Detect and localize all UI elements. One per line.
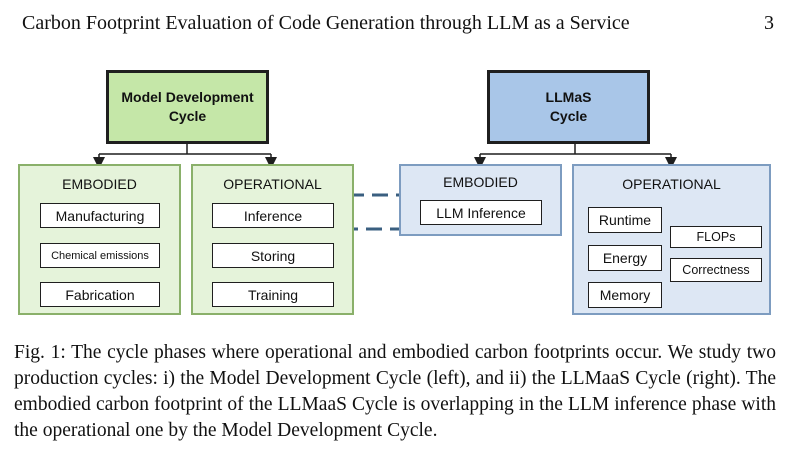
- left-operational-group: OPERATIONAL Inference Storing Training: [191, 164, 354, 315]
- right-embodied-group: EMBODIED LLM Inference: [399, 164, 562, 236]
- item-fabrication: Fabrication: [40, 282, 160, 307]
- page-header: Carbon Footprint Evaluation of Code Gene…: [22, 12, 774, 36]
- item-llm-inference: LLM Inference: [420, 200, 542, 225]
- llmaas-title-line2: Cycle: [549, 108, 588, 124]
- figure-caption: Fig. 1: The cycle phases where operation…: [14, 342, 776, 441]
- right-embodied-title: EMBODIED: [443, 174, 518, 190]
- left-embodied-title: EMBODIED: [62, 176, 137, 192]
- item-correctness: Correctness: [670, 258, 762, 282]
- page-number: 3: [764, 12, 774, 34]
- right-operational-group: OPERATIONAL Runtime FLOPs Energy Correct…: [572, 164, 771, 315]
- item-manufacturing: Manufacturing: [40, 203, 160, 228]
- llmaas-title-line1: LLMaS: [545, 89, 592, 105]
- item-inference: Inference: [212, 203, 334, 228]
- left-operational-title: OPERATIONAL: [223, 176, 322, 192]
- item-energy: Energy: [588, 245, 662, 271]
- item-runtime: Runtime: [588, 207, 662, 233]
- item-training: Training: [212, 282, 334, 307]
- left-embodied-group: EMBODIED Manufacturing Chemical emission…: [18, 164, 181, 315]
- model-development-cycle-box: Model Development Cycle: [106, 70, 269, 144]
- item-chemical-emissions: Chemical emissions: [40, 243, 160, 268]
- running-title: Carbon Footprint Evaluation of Code Gene…: [22, 12, 630, 34]
- model-dev-title-line1: Model Development: [121, 89, 254, 105]
- item-memory: Memory: [588, 282, 662, 308]
- llmaas-cycle-box: LLMaS Cycle: [487, 70, 650, 144]
- model-dev-title-line2: Cycle: [168, 108, 207, 124]
- item-storing: Storing: [212, 243, 334, 268]
- item-flops: FLOPs: [670, 226, 762, 248]
- right-operational-title: OPERATIONAL: [622, 176, 721, 192]
